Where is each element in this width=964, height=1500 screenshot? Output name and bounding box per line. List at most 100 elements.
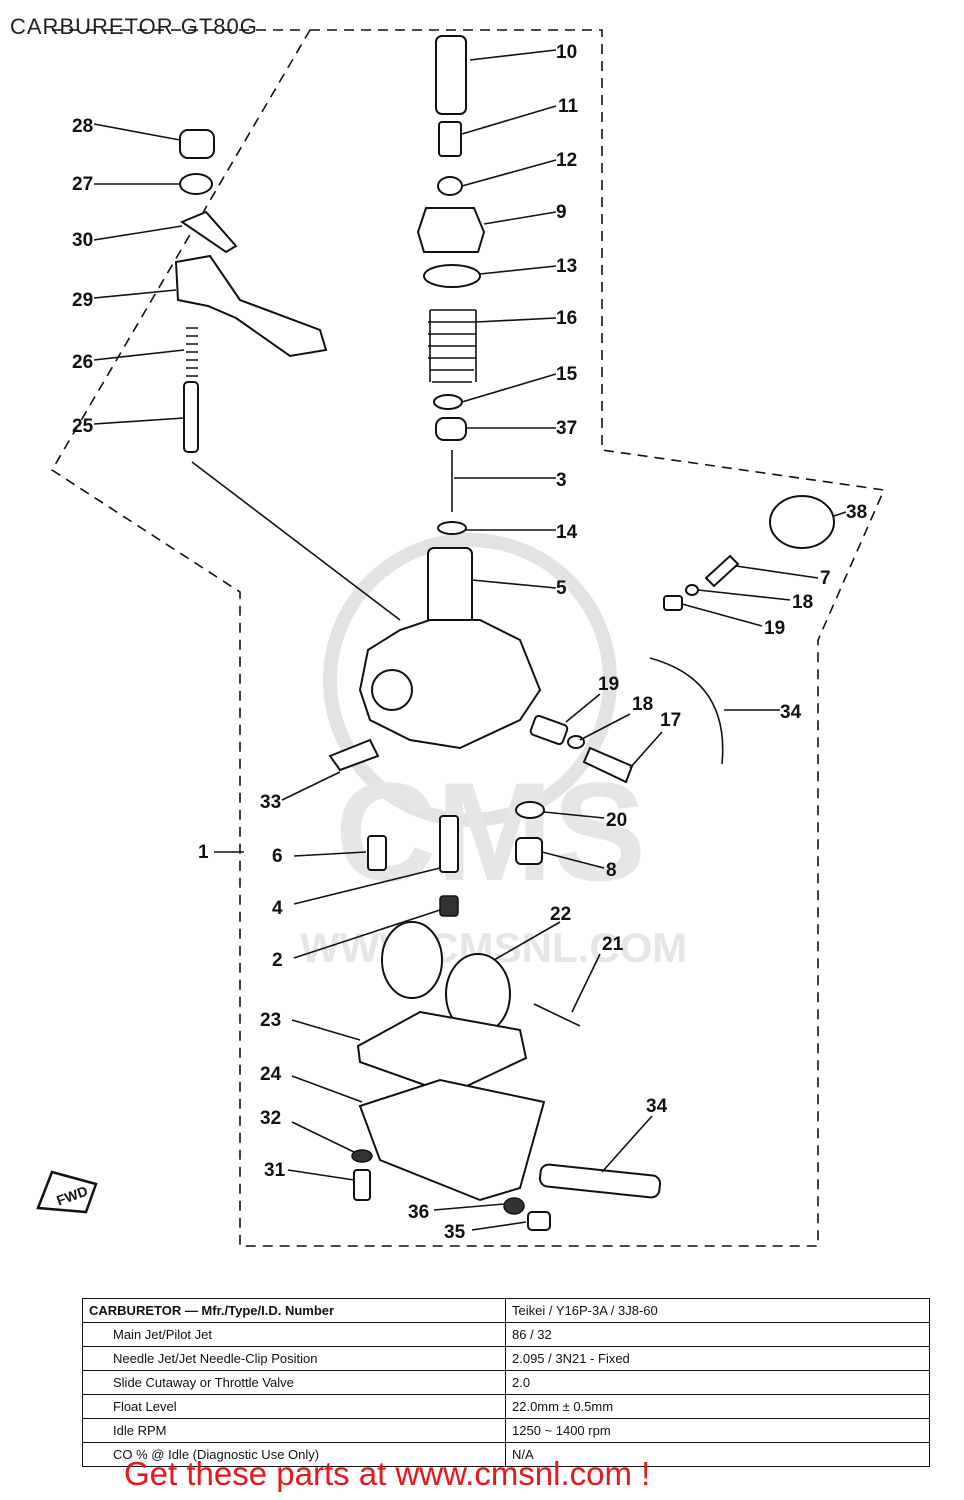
watermark: CMS WWW.CMSNL.COM: [300, 533, 687, 971]
part-32-washer: [351, 1149, 373, 1163]
callout-25: 25: [72, 416, 94, 437]
callout-labels: 10 11 12 9 13 16 15 37 3 14 5 38 7 18 19…: [72, 42, 867, 1243]
spec-param: Float Level: [82, 1394, 506, 1419]
callout-15: 15: [556, 364, 578, 385]
callout-21: 21: [602, 934, 624, 955]
callout-32: 32: [260, 1108, 281, 1129]
callout-13: 13: [556, 256, 577, 277]
exploded-parts-diagram: CMS WWW.CMSNL.COM: [50, 29, 886, 1247]
table-row: Main Jet/Pilot Jet 86 / 32: [82, 1322, 930, 1347]
carburetor-spec-table: CARBURETOR — Mfr./Type/I.D. Number Teike…: [82, 1298, 930, 1467]
part-24-float-chamber: [358, 1078, 546, 1202]
fwd-arrow-icon: FWD: [36, 1170, 98, 1214]
part-16-throttle-spring: [428, 309, 477, 383]
callout-6: 6: [272, 846, 283, 867]
footer-link[interactable]: Get these parts at www.cmsnl.com !: [124, 1455, 651, 1492]
body-intake-bore: [371, 669, 413, 711]
part-25-plunger: [183, 381, 199, 453]
callout-28: 28: [72, 116, 93, 137]
part-33-screw: [328, 738, 380, 772]
part-20-washer: [515, 801, 545, 819]
callout-4: 4: [272, 898, 283, 919]
callout-27: 27: [72, 174, 93, 195]
part-4-needle-jet: [439, 815, 459, 873]
part-19-spring-b: [529, 714, 569, 746]
callout-8: 8: [606, 860, 617, 881]
spec-param: Main Jet/Pilot Jet: [82, 1322, 506, 1347]
callout-9: 9: [556, 202, 567, 223]
spec-value: Teikei / Y16P-3A / 3J8-60: [505, 1298, 930, 1323]
part-22-float-left: [381, 921, 443, 999]
callout-7: 7: [820, 568, 831, 589]
part-26-spring: [186, 327, 198, 377]
part-27-plug: [179, 173, 213, 195]
part-34-overflow-hose: [649, 657, 724, 765]
part-37-valve: [435, 417, 467, 441]
spec-value: 2.095 / 3N21 - Fixed: [505, 1346, 930, 1371]
carburetor-body: [358, 619, 542, 750]
callout-29: 29: [72, 290, 93, 311]
part-6-pilot-jet: [367, 835, 387, 871]
spec-param: Needle Jet/Jet Needle-Clip Position: [82, 1346, 506, 1371]
callout-37: 37: [556, 418, 577, 439]
part-7-air-screw: [704, 554, 740, 588]
leader-lines: [93, 49, 847, 1231]
part-28-cap: [179, 129, 215, 159]
spec-value: 2.0: [505, 1370, 930, 1395]
part-21-float-pin: [533, 1003, 581, 1027]
diagram-title: CARBURETOR GT80G: [10, 14, 258, 39]
callout-5: 5: [556, 578, 567, 599]
callout-38: 38: [846, 502, 867, 523]
callout-3: 3: [556, 470, 567, 491]
part-8-plug: [515, 837, 543, 865]
callout-34-lower: 34: [646, 1096, 668, 1117]
spec-value: 22.0mm ± 0.5mm: [505, 1394, 930, 1419]
part-9-mixing-chamber-top: [416, 207, 486, 253]
callout-18-lower: 18: [632, 694, 653, 715]
callout-19-upper: 19: [764, 618, 785, 639]
part-23-gasket: [356, 1010, 528, 1096]
callout-12: 12: [556, 150, 577, 171]
part-10-cable-adjuster: [435, 35, 467, 115]
part-15-spring-seat: [433, 394, 463, 410]
part-17-throttle-stop-screw: [582, 746, 634, 784]
callout-10: 10: [556, 42, 577, 63]
table-row: CARBURETOR — Mfr./Type/I.D. Number Teike…: [82, 1298, 930, 1323]
callout-20: 20: [606, 810, 627, 831]
callout-11: 11: [558, 96, 579, 117]
callout-19-lower: 19: [598, 674, 619, 695]
callout-30: 30: [72, 230, 93, 251]
watermark-brand: CMS: [335, 753, 646, 910]
assembly-outline: [50, 29, 886, 1247]
part-31-screw: [353, 1169, 371, 1201]
callout-14: 14: [556, 522, 578, 543]
part-36-o-ring: [503, 1197, 525, 1215]
table-row: CO % @ Idle (Diagnostic Use Only) N/A: [82, 1442, 930, 1467]
callout-17: 17: [660, 710, 681, 731]
callout-33: 33: [260, 792, 281, 813]
part-19-spring-a: [663, 595, 683, 611]
spec-param: CO % @ Idle (Diagnostic Use Only): [82, 1442, 506, 1467]
table-row: Idle RPM 1250 ~ 1400 rpm: [82, 1418, 930, 1443]
part-2-main-jet: [439, 895, 459, 917]
callout-18-upper: 18: [792, 592, 813, 613]
part-38-cap: [769, 495, 835, 549]
part-18-washer-a: [685, 584, 699, 596]
spec-param: Slide Cutaway or Throttle Valve: [82, 1370, 506, 1395]
spec-value: 1250 ~ 1400 rpm: [505, 1418, 930, 1443]
table-row: Needle Jet/Jet Needle-Clip Position 2.09…: [82, 1346, 930, 1371]
callout-16: 16: [556, 308, 577, 329]
part-5-throttle-valve: [427, 547, 473, 629]
choke-guide-line: [191, 461, 401, 621]
part-30-plate: [179, 210, 238, 254]
callout-35: 35: [444, 1222, 466, 1243]
callout-2: 2: [272, 950, 283, 971]
table-row: Slide Cutaway or Throttle Valve 2.0: [82, 1370, 930, 1395]
part-34-drain-hose: [538, 1163, 662, 1199]
callout-34-upper: 34: [780, 702, 802, 723]
part-11-cable-nut: [438, 121, 462, 157]
part-35-drain-screw: [527, 1211, 551, 1231]
spec-param: CARBURETOR — Mfr./Type/I.D. Number: [82, 1298, 506, 1323]
callout-24: 24: [260, 1064, 282, 1085]
callout-31: 31: [264, 1160, 286, 1181]
